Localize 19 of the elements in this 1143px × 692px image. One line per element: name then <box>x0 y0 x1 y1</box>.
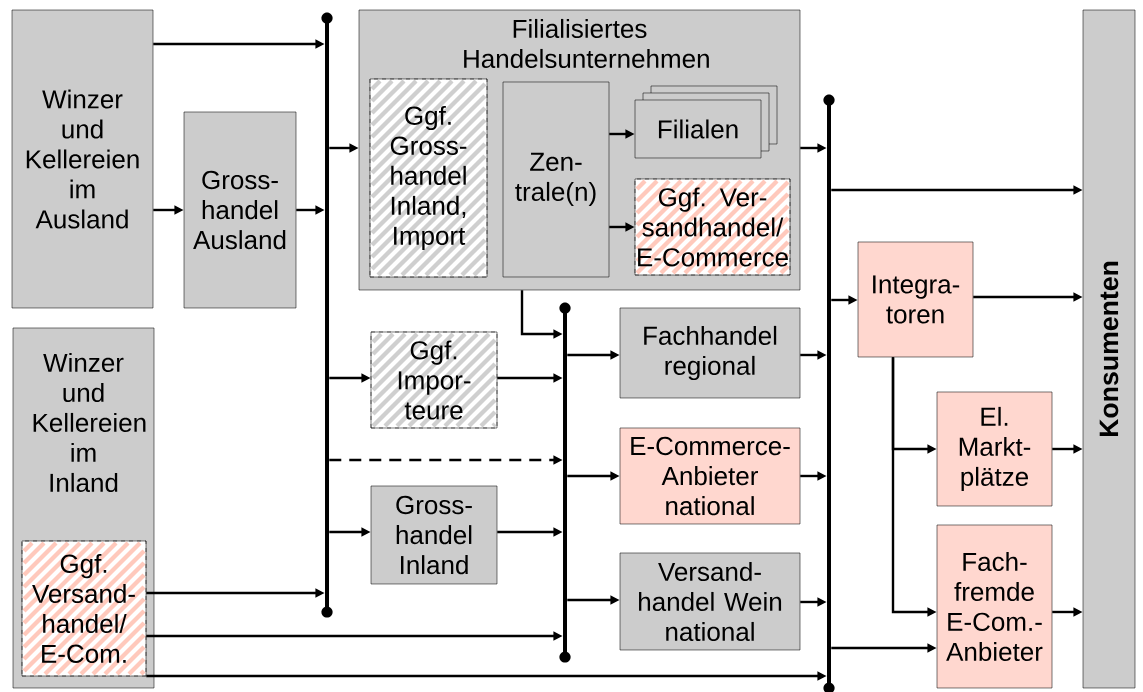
producer-box: Winzer und Kellereien im Ausland <box>11 9 154 309</box>
bus-bar <box>321 12 333 618</box>
consumer-bar: Konsumenten <box>1082 9 1136 689</box>
optional-box: Ggf. Ver- sandhandel/ E-Commerce <box>634 178 791 276</box>
optional-box: Ggf. Versand- handel/ E-Com. <box>21 540 147 677</box>
bus-bar <box>823 94 835 692</box>
bus-bar <box>559 302 571 663</box>
marketplace-box: El. Markt- plätze <box>936 391 1053 507</box>
wholesale-box: Gross- handel Inland <box>370 485 498 585</box>
optional-box: Ggf. Gross- handel Inland, Import <box>369 78 488 278</box>
branches-stack: Filialen <box>634 85 778 159</box>
ecommerce-box: E-Commerce- Anbieter national <box>619 427 801 525</box>
mail-order-box: Versand- handel Wein national <box>619 552 801 651</box>
retail-box: Fachhandel regional <box>619 307 801 399</box>
integrator-box: Integra- toren <box>857 241 974 358</box>
optional-box: Ggf. Impor- teure <box>370 331 498 429</box>
wholesale-box: Gross- handel Ausland <box>183 111 297 309</box>
headquarters-box: Zen- trale(n) <box>502 81 610 278</box>
ecommerce-box: Fach- fremde E-Com.- Anbieter <box>936 524 1053 689</box>
